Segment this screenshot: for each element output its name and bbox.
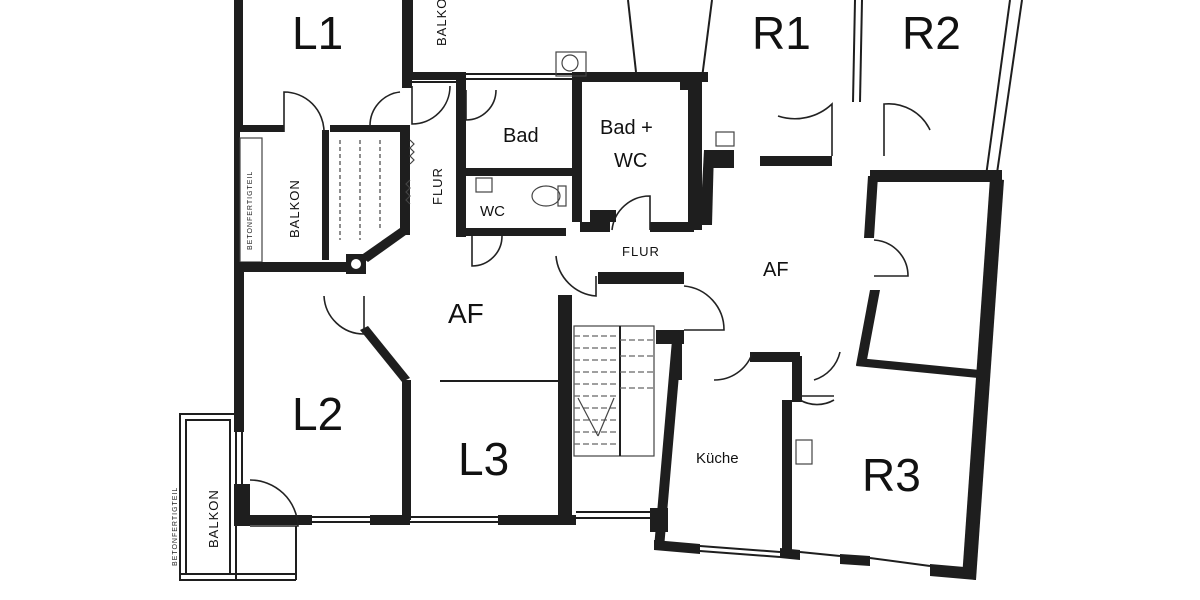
room-label-bad-wc-line1: Bad + [600, 117, 653, 139]
staircase [573, 325, 655, 457]
balcony-label-top: BALKON [434, 0, 449, 46]
room-label-bad-wc-line2: WC [614, 150, 647, 172]
room-label-af-left: AF [448, 298, 484, 329]
room-label-bad: Bad [503, 125, 539, 147]
room-label-kueche: Küche [696, 450, 739, 467]
room-label-flur-vertical: FLUR [430, 167, 445, 205]
top-balcony [411, 0, 637, 74]
balcony-label-left-upper: BALKON [287, 179, 302, 238]
room-labels: L1 R1 R2 L2 L3 R3 AF AF Bad Bad + WC WC … [292, 7, 961, 501]
room-label-wc: WC [480, 203, 505, 220]
fixtures [339, 51, 813, 465]
room-label-r2: R2 [902, 7, 961, 59]
room-label-r1: R1 [752, 7, 811, 59]
balcony-labels: BALKON BALKON BALKON BETONFERTIGTEIL BET… [172, 0, 449, 566]
room-label-af-right: AF [763, 259, 789, 281]
door-swings [249, 85, 931, 527]
room-label-l3: L3 [458, 433, 509, 485]
room-label-l2: L2 [292, 388, 343, 440]
left-wing-walls [234, 0, 576, 526]
precast-label-lower: BETONFERTIGTEIL [172, 487, 179, 566]
room-label-r3: R3 [862, 449, 921, 501]
balcony-label-left-lower: BALKON [206, 489, 221, 548]
precast-label-upper: BETONFERTIGTEIL [247, 171, 254, 250]
lower-left-balcony [179, 413, 297, 581]
right-wing-walls [654, 0, 1023, 580]
room-label-l1: L1 [292, 7, 343, 59]
room-label-flur-horizontal: FLUR [622, 244, 660, 259]
